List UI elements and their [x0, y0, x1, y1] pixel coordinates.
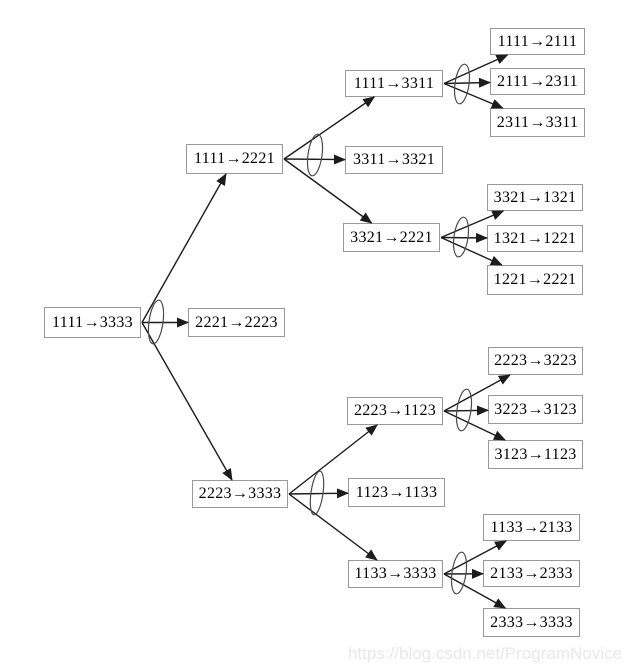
tree-node: 3311→3321 — [345, 146, 443, 174]
branch-lens — [147, 299, 165, 345]
branch-lens — [309, 470, 325, 516]
tree-node-leaf: 3123→1123 — [488, 440, 583, 469]
branch-lens — [455, 388, 473, 432]
tree-node-leaf: 1321→1221 — [487, 225, 583, 252]
edge-arrow — [443, 405, 489, 416]
tree-node: 3321→2221 — [343, 223, 440, 252]
tree-node: 2223→3333 — [192, 480, 288, 508]
edge-arrow — [443, 77, 491, 88]
tree-node-leaf: 3223→3123 — [488, 395, 583, 424]
tree-node: 1123→1133 — [348, 478, 445, 507]
tree-node-leaf: 1133→2133 — [483, 514, 580, 541]
branch-lens — [306, 133, 324, 177]
tree-node: 1133→3333 — [348, 560, 443, 588]
tree-node: 1111→2221 — [186, 144, 283, 174]
branch-lens — [453, 63, 471, 105]
tree-node: 2221→2223 — [188, 308, 285, 337]
edge-arrow — [141, 173, 227, 323]
edge-arrow — [288, 488, 349, 499]
tree-node-leaf: 1111→2111 — [490, 28, 585, 55]
tree-node-leaf: 2333→3333 — [483, 608, 580, 637]
tree-node: 1111→3311 — [345, 70, 443, 97]
branch-lens — [452, 216, 470, 258]
tree-node-root: 1111→3333 — [44, 307, 141, 338]
edge-arrow — [141, 322, 233, 481]
tree-node-leaf: 2133→2333 — [483, 560, 580, 587]
tree-node-leaf: 2223→3223 — [488, 347, 583, 375]
branch-lens — [450, 551, 468, 595]
edge-arrow — [440, 232, 488, 243]
tree-node-leaf: 2111→2311 — [490, 68, 585, 95]
tree-node: 2223→1123 — [347, 397, 443, 425]
edge-arrow — [283, 154, 346, 165]
tree-node-leaf: 1221→2221 — [487, 265, 583, 295]
watermark: https://blog.csdn.net/ProgramNovice — [347, 644, 622, 663]
tree-node-leaf: 3321→1321 — [487, 184, 583, 211]
tree-node-leaf: 2311→3311 — [490, 108, 585, 137]
